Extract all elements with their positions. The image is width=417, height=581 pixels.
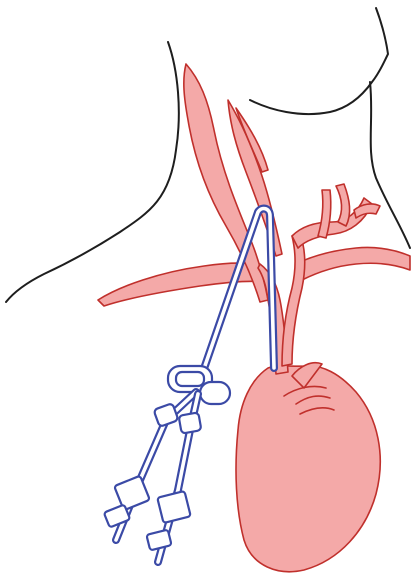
right-branch-small: [354, 204, 380, 218]
catheter-hub-wing: [200, 382, 230, 404]
shoulder-outline: [370, 82, 410, 248]
neck-outline: [6, 42, 179, 302]
aorta: [282, 234, 305, 366]
catheter-lumen-left: [114, 476, 150, 511]
catheter-lumen-right: [157, 491, 190, 523]
right-brachiocephalic: [300, 247, 410, 280]
heart: [236, 366, 380, 572]
catheter-hub-inner: [176, 372, 204, 386]
jaw-outline: [250, 8, 388, 114]
catheter-lumen-right-cap: [146, 530, 171, 551]
catheter-lumen-left-clamp: [154, 403, 179, 427]
right-branch-upper: [336, 184, 350, 226]
right-vessel-trunk: [292, 198, 372, 248]
catheter-lumen-right-clamp: [179, 412, 202, 433]
